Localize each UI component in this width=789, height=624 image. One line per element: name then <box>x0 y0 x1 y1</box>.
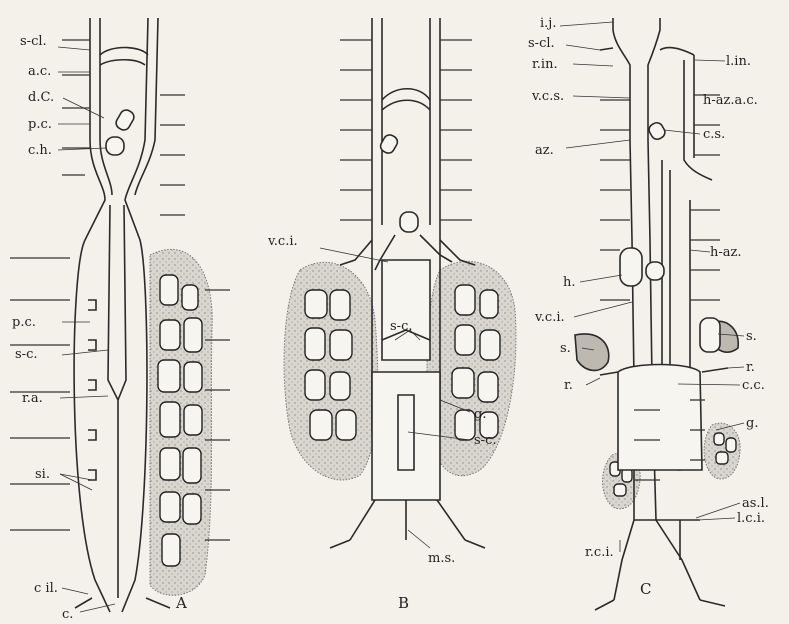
label-c-s-right: s. <box>746 329 757 344</box>
leaders-a <box>58 47 115 612</box>
vessel-b-center <box>382 260 430 360</box>
label-c-lin: l.in. <box>726 54 751 69</box>
panel-label-a: A <box>175 594 187 612</box>
label-c-ij: i.j. <box>540 16 556 31</box>
label-c-lci: l.c.i. <box>737 511 765 526</box>
panel-a: s-cl. a.c. d.C. p.c. c.h. p.c. s-c. r.a.… <box>10 18 230 622</box>
label-a-dc: d.C. <box>28 90 54 105</box>
label-b-sc: s-c. <box>390 319 412 334</box>
panel-c: i.j. s-cl. r.in. v.c.s. az. l.in. h-az.a… <box>528 16 769 610</box>
label-c-vcs: v.c.s. <box>531 89 564 104</box>
label-c-r-left: r. <box>564 378 573 393</box>
label-c-cc: c.c. <box>742 378 765 393</box>
label-c-rin: r.in. <box>532 57 558 72</box>
vessel-a-left <box>74 18 110 612</box>
label-c-vci: v.c.i. <box>534 310 565 325</box>
vessel-c-center <box>618 365 702 471</box>
panel-label-c: C <box>640 580 651 598</box>
label-c-cs: c.s. <box>703 127 725 142</box>
label-c-rci: r.c.i. <box>585 545 614 560</box>
label-a-sc: s-c. <box>15 347 37 362</box>
label-c-az: az. <box>535 143 554 158</box>
label-a-pc-2: p.c. <box>12 315 36 330</box>
label-c-h: h. <box>563 275 576 290</box>
panel-b: v.c.i. s-c. g. s-c. m.s. B <box>267 18 516 612</box>
label-c-s-left: s. <box>560 341 571 356</box>
label-a-s-cl: s-cl. <box>20 34 47 49</box>
label-a-pc: p.c. <box>28 117 52 132</box>
label-b-vci: v.c.i. <box>267 234 298 249</box>
label-c-g: g. <box>746 416 758 431</box>
label-a-ac: a.c. <box>28 64 51 79</box>
label-b-g: g. <box>474 407 486 422</box>
label-c-asl: as.l. <box>742 496 769 511</box>
label-a-cil: c il. <box>34 581 58 596</box>
label-c-haz: h-az. <box>710 245 742 260</box>
branches-c <box>595 95 725 610</box>
label-a-ra: r.a. <box>22 391 43 406</box>
label-b-sc-2: s-c. <box>474 433 496 448</box>
label-a-c: c. <box>62 607 73 622</box>
panel-label-b: B <box>398 594 409 612</box>
label-a-si: si. <box>35 467 50 482</box>
label-c-r-right: r. <box>746 360 755 375</box>
adrenal-left <box>575 334 609 370</box>
label-b-ms: m.s. <box>428 551 455 566</box>
label-c-haz-ac: h-az.a.c. <box>703 93 758 108</box>
label-a-ch: c.h. <box>28 143 52 158</box>
label-c-s-cl: s-cl. <box>528 36 555 51</box>
